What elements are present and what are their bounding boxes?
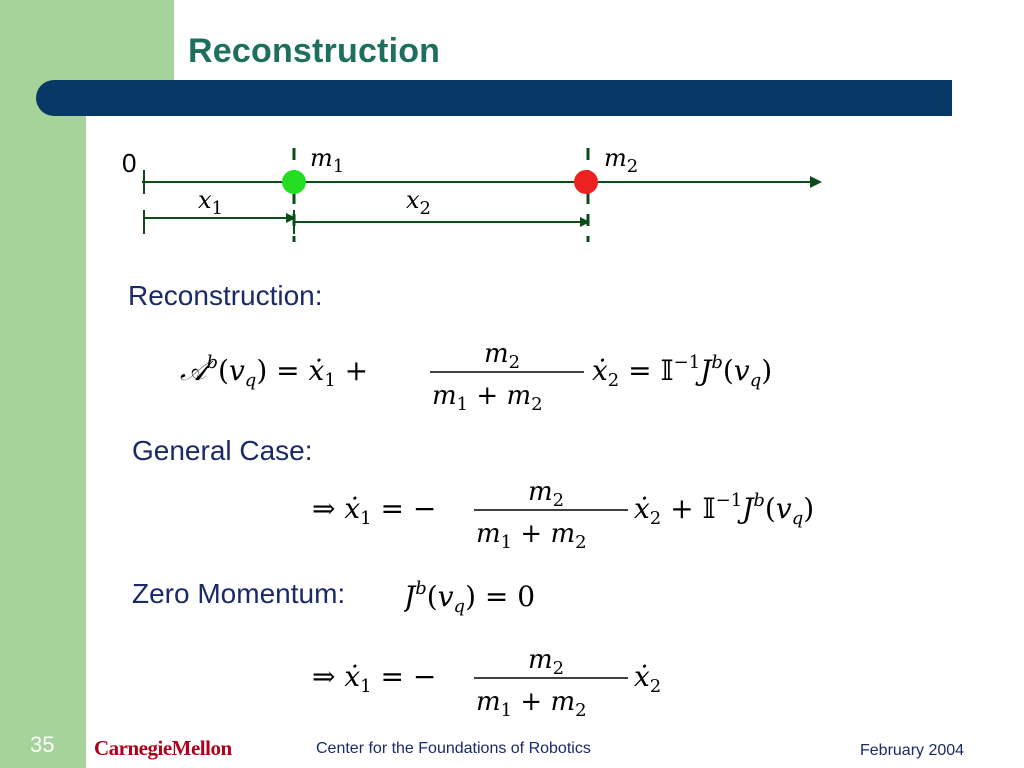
zero-momentum-heading: Zero Momentum: <box>132 578 346 609</box>
svg-text:Jb(vq) = 0: Jb(vq) = 0 <box>404 578 535 617</box>
origin-label: 0 <box>122 148 136 178</box>
reconstruction-equation-svg: 𝒜b(vq) = ẋ1 + m2 m1 + m2 ẋ2 = 𝕀−1Jb(vq) <box>180 339 772 415</box>
zero-momentum-result-equation: ⇒ ẋ1 = − m2 m1 + m2 ẋ2 <box>312 640 692 724</box>
svg-text:m1 + m2: m1 + m2 <box>432 381 543 412</box>
reconstruction-equation: 𝒜b(vq) = ẋ1 + m2 m1 + m2 ẋ2 = 𝕀−1Jb(vq) <box>180 339 840 416</box>
mass1-label: m1 <box>310 144 344 177</box>
mass2-label: m2 <box>604 144 638 177</box>
svg-text:m1 + m2: m1 + m2 <box>476 687 587 720</box>
carnegie-mellon-logo: CarnegieMellon <box>94 736 232 760</box>
slide-number: 35 <box>30 732 55 757</box>
reconstruction-heading: Reconstruction: <box>128 280 323 311</box>
zero-momentum-equation: Jb(vq) = 0 <box>399 574 594 624</box>
footer-center-text: Center for the Foundations of Robotics <box>316 740 591 757</box>
general-case-equation: ⇒ ẋ1 = − m2 m1 + m2 ẋ2 + 𝕀−1Jb(vq) <box>312 477 882 554</box>
svg-text:ẋ2 + 𝕀−1Jb(vq): ẋ2 + 𝕀−1Jb(vq) <box>634 490 814 529</box>
general-case-heading: General Case: <box>132 435 313 466</box>
general-case-equation-svg: ⇒ ẋ1 = − m2 m1 + m2 ẋ2 + 𝕀−1Jb(vq) <box>312 477 814 553</box>
svg-text:m1 + m2: m1 + m2 <box>476 519 587 550</box>
svg-text:⇒ ẋ1 = −: ⇒ ẋ1 = − <box>312 492 436 529</box>
svg-text:𝒜b(vq) = ẋ1 +: 𝒜b(vq) = ẋ1 + <box>180 352 368 391</box>
slide-title: Reconstruction <box>188 32 441 70</box>
x2-label: x2 <box>406 186 431 219</box>
x1-arrowhead <box>286 213 296 223</box>
title-area <box>174 0 1024 80</box>
left-sidebar-bar <box>0 0 86 768</box>
mass2-dot <box>574 170 598 194</box>
svg-text:⇒ ẋ1 = −: ⇒ ẋ1 = − <box>312 660 436 697</box>
zero-momentum-result-svg: ⇒ ẋ1 = − m2 m1 + m2 ẋ2 <box>312 645 661 721</box>
svg-text:m2: m2 <box>484 340 520 373</box>
slide-body <box>86 116 1024 736</box>
mass-diagram: 0 m1 m2 x1 x2 <box>122 144 822 242</box>
title-tab-bar <box>86 0 174 80</box>
header-divider-bar <box>36 80 952 116</box>
footer-date: February 2004 <box>860 742 965 759</box>
x1-label: x1 <box>198 186 223 219</box>
svg-text:ẋ2 = 𝕀−1Jb(vq): ẋ2 = 𝕀−1Jb(vq) <box>592 352 772 391</box>
axis-arrowhead <box>810 176 822 188</box>
svg-text:m2: m2 <box>528 478 564 511</box>
zero-momentum-equation-svg: Jb(vq) = 0 <box>399 578 535 617</box>
x2-arrowhead <box>580 217 590 227</box>
svg-text:m2: m2 <box>528 645 564 679</box>
mass1-dot <box>282 170 306 194</box>
svg-text:ẋ2: ẋ2 <box>634 660 661 697</box>
